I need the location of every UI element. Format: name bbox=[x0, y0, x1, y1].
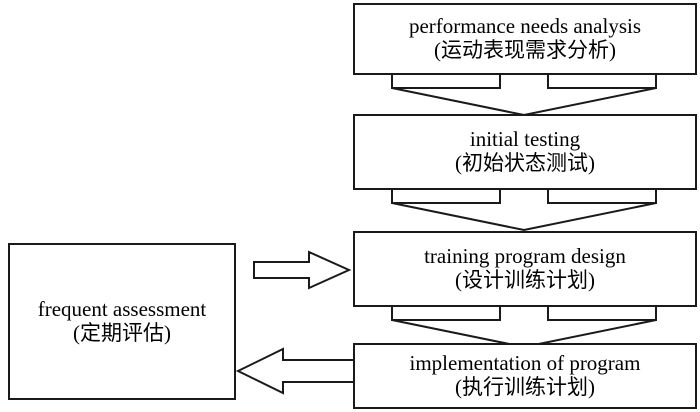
node-label-en: implementation of program bbox=[409, 351, 641, 376]
arrow-testing-to-design bbox=[391, 190, 657, 232]
node-label-en: performance needs analysis bbox=[408, 14, 642, 39]
node-label-zh: (设计训练计划) bbox=[455, 268, 595, 292]
node-label-zh: (运动表现需求分析) bbox=[434, 38, 616, 62]
node-implementation-of-program[interactable]: implementation of program (执行训练计划) bbox=[353, 343, 697, 409]
arrow-implementation-to-assessment bbox=[235, 347, 357, 395]
node-frequent-assessment[interactable]: frequent assessment (定期评估) bbox=[8, 243, 236, 400]
node-label-zh: (执行训练计划) bbox=[455, 375, 595, 399]
node-label-en: initial testing bbox=[469, 127, 581, 152]
arrow-assessment-to-design bbox=[253, 250, 352, 290]
node-training-program-design[interactable]: training program design (设计训练计划) bbox=[353, 231, 697, 307]
node-label-en: frequent assessment bbox=[37, 296, 207, 321]
node-performance-needs-analysis[interactable]: performance needs analysis (运动表现需求分析) bbox=[353, 3, 697, 75]
arrow-design-to-implementation bbox=[391, 307, 657, 349]
arrow-analysis-to-testing bbox=[391, 75, 657, 117]
node-label-en: training program design bbox=[424, 244, 626, 269]
node-initial-testing[interactable]: initial testing (初始状态测试) bbox=[353, 114, 697, 190]
node-label-zh: (初始状态测试) bbox=[455, 151, 595, 175]
node-label-zh: (定期评估) bbox=[73, 320, 171, 345]
